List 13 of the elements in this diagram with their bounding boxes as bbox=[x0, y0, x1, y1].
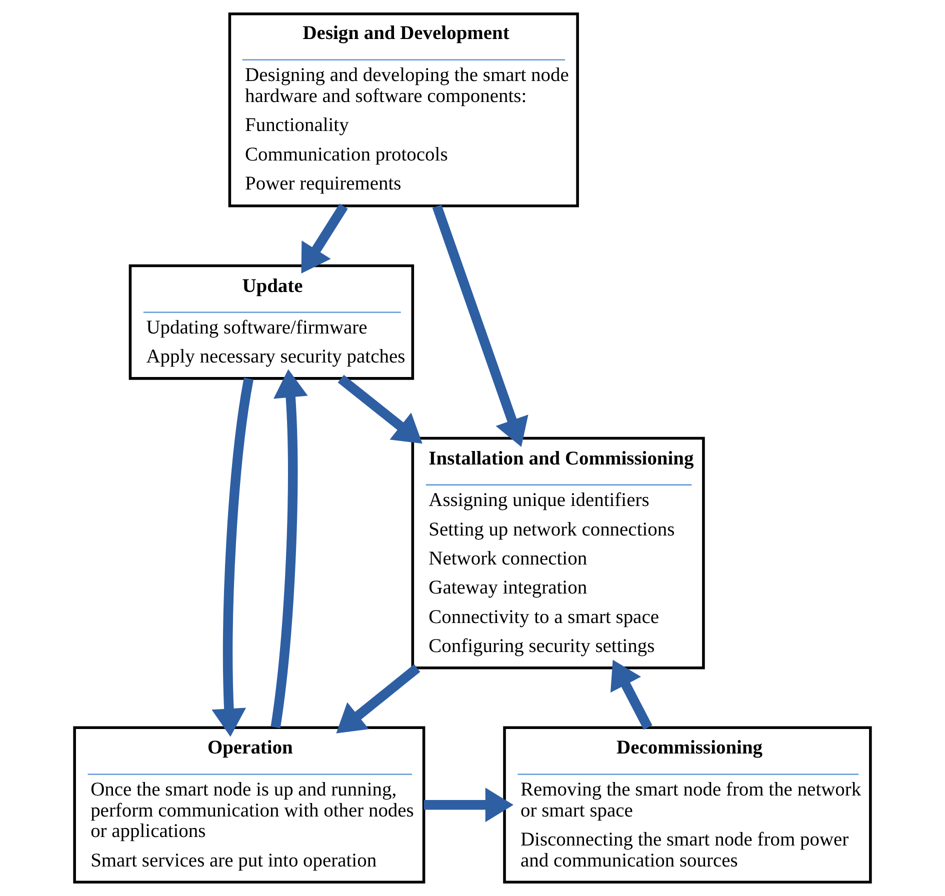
arrow bbox=[270, 369, 308, 728]
node-box: Design and Development Designing and developing the smart node hardware and software components: Functionality Communication protocols Power requirements bbox=[228, 12, 579, 208]
node-box: Decommissioning Removing the smart node from the network or smart space Disconnecting the smart node from power and communication sources bbox=[503, 726, 872, 884]
arrow bbox=[212, 378, 254, 737]
node-box: Operation Once the smart node is up and running, perform communication with other nodes or applications Smart services are put into operation bbox=[73, 726, 426, 884]
node-box: Installation and Commissioning Assigning unique identifiers Setting up network connections Network connection Gateway integration Connectivity to a smart space Configuring security settings bbox=[411, 436, 705, 670]
arrow bbox=[424, 788, 514, 822]
arrow bbox=[336, 664, 420, 734]
arrow bbox=[301, 204, 348, 274]
arrow bbox=[610, 660, 652, 730]
arrow bbox=[338, 374, 422, 444]
arrow bbox=[432, 204, 528, 447]
node-box: Update Updating software/firmware Apply necessary security patches bbox=[128, 264, 414, 380]
